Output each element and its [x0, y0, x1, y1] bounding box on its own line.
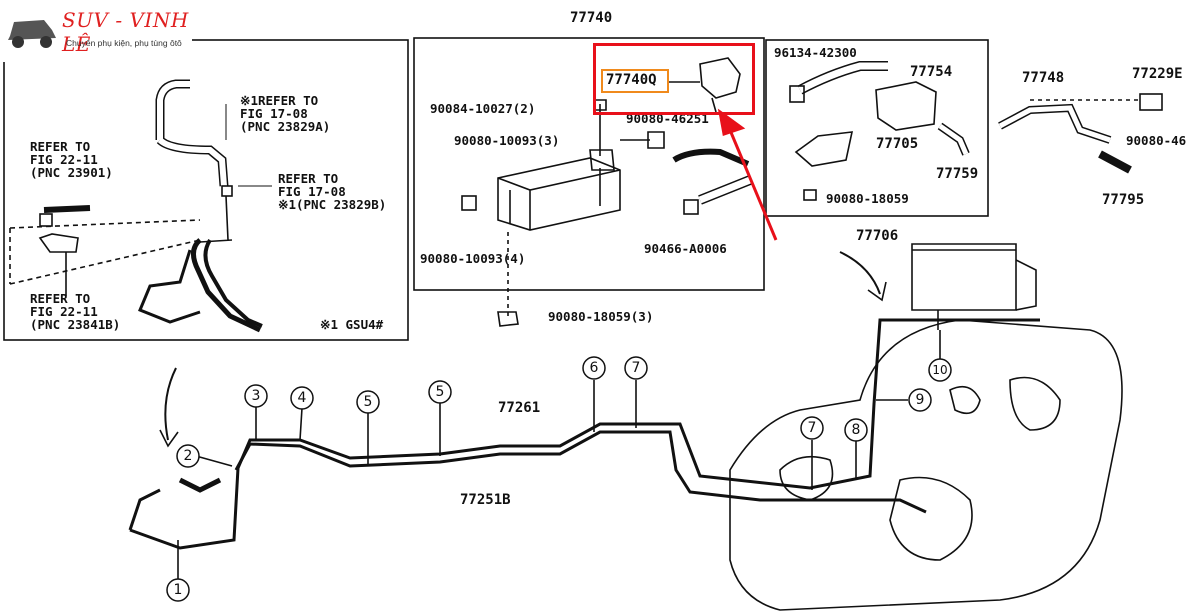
- canister-header: 77740: [570, 10, 613, 26]
- part-77795: 77795: [1102, 192, 1145, 208]
- refer-fig-17-08-a: ※1REFER TO FIG 17-08 (PNC 23829A): [240, 93, 331, 134]
- part-77705: 77705: [876, 136, 919, 152]
- callout-9: 9: [915, 392, 925, 408]
- callout-8: 8: [851, 422, 861, 438]
- left-detail-box: [3, 39, 409, 341]
- callout-5b: 5: [435, 384, 445, 400]
- part-77706: 77706: [856, 228, 899, 244]
- callout-4: 4: [297, 390, 307, 406]
- canister-detail-box: [413, 37, 765, 291]
- part-77754: 77754: [910, 64, 953, 80]
- part-90080-18059: 90080-18059: [826, 191, 909, 206]
- refer-fig-22-11-a: REFER TO FIG 22-11 (PNC 23901): [30, 139, 113, 180]
- callout-1: 1: [173, 582, 183, 598]
- part-90080-18059-3: 90080-18059(3): [548, 309, 654, 324]
- highlight-box-orange: [601, 69, 669, 93]
- refer-fig-22-11-b: REFER TO FIG 22-11 (PNC 23841B): [30, 291, 121, 332]
- part-90080-10093-3: 90080-10093(3): [454, 133, 560, 148]
- callout-2: 2: [183, 448, 193, 464]
- line-77251b: 77251B: [460, 492, 511, 508]
- logo-subtitle: Chuyên phụ kiện, phụ tùng ôtô: [66, 38, 182, 48]
- part-90084-10027: 90084-10027(2): [430, 101, 536, 116]
- right-detail-box: [765, 39, 989, 217]
- callout-5a: 5: [363, 394, 373, 410]
- jeep-logo-icon: [8, 20, 56, 48]
- part-90080-46251: 90080-46251: [626, 111, 709, 126]
- part-77229e: 77229E: [1132, 66, 1183, 82]
- callout-7a: 7: [631, 360, 641, 376]
- part-96134-42300: 96134-42300: [774, 45, 857, 60]
- callout-3: 3: [251, 388, 261, 404]
- part-90466-a0006: 90466-A0006: [644, 241, 727, 256]
- brand-logo: SUV - VINH LÊ Chuyên phụ kiện, phụ tùng …: [0, 0, 192, 62]
- callout-6: 6: [589, 360, 599, 376]
- callout-10: 10: [932, 363, 948, 377]
- part-77748: 77748: [1022, 70, 1065, 86]
- part-90080-10093-4: 90080-10093(4): [420, 251, 526, 266]
- footnote-gsu4: ※1 GSU4#: [320, 317, 384, 332]
- callout-7b: 7: [807, 420, 817, 436]
- part-77759: 77759: [936, 166, 979, 182]
- refer-fig-17-08-b: REFER TO FIG 17-08 ※1(PNC 23829B): [278, 171, 387, 212]
- logo-title: SUV - VINH LÊ: [62, 8, 189, 56]
- highlight-box-red: [593, 43, 755, 115]
- line-77261: 77261: [498, 400, 541, 416]
- part-90080-46: 90080-46: [1126, 133, 1187, 148]
- part-77740q: 77740Q: [606, 72, 657, 88]
